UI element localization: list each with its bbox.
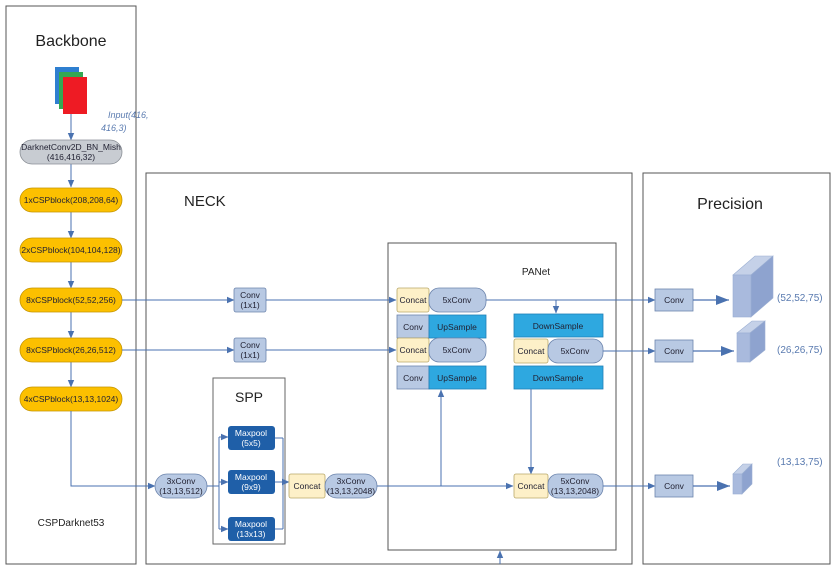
svg-text:(5x5): (5x5) [241, 438, 261, 448]
svg-text:Concat: Concat [400, 295, 428, 305]
svg-text:DarknetConv2D_BN_Mish: DarknetConv2D_BN_Mish [21, 142, 121, 152]
panet-upsample-1: UpSample [428, 314, 487, 339]
output-cube-13 [732, 463, 753, 495]
svg-text:2xCSPblock(104,104,128): 2xCSPblock(104,104,128) [21, 245, 120, 255]
maxpool-5x5: Maxpool (5x5) [228, 426, 275, 450]
panet-concat-2: Concat [396, 337, 430, 363]
svg-text:8xCSPblock(52,52,256): 8xCSPblock(52,52,256) [26, 295, 116, 305]
svg-text:Conv: Conv [664, 346, 685, 356]
svg-text:4xCSPblock(13,13,1024): 4xCSPblock(13,13,1024) [24, 394, 119, 404]
svg-text:Conv: Conv [240, 340, 261, 350]
precision-conv-1: Conv [654, 288, 694, 312]
input-label: Input(416, [108, 110, 149, 120]
svg-text:UpSample: UpSample [437, 322, 477, 332]
spp-panel [212, 377, 286, 545]
svg-text:UpSample: UpSample [437, 373, 477, 383]
svg-text:1xCSPblock(208,208,64): 1xCSPblock(208,208,64) [24, 195, 119, 205]
csp-block-5: 4xCSPblock(13,13,1024) [19, 386, 123, 412]
output-label-52: (52,52,75) [777, 293, 823, 304]
svg-text:Maxpool: Maxpool [235, 472, 267, 482]
panet-conv-2: Conv [396, 365, 430, 390]
panet-upsample-2: UpSample [428, 365, 487, 390]
precision-conv-3: Conv [654, 474, 694, 498]
neck-conv-1x1-mid: Conv (1x1) [233, 337, 267, 363]
neck-title: NECK [184, 193, 226, 210]
output-label-13: (13,13,75) [777, 457, 823, 468]
panet-5xconv-2: 5xConv [428, 337, 487, 363]
svg-text:(9x9): (9x9) [241, 482, 261, 492]
output-label-26: (26,26,75) [777, 345, 823, 356]
panet-downsample-2: DownSample [513, 365, 604, 390]
panet-panel [387, 242, 617, 551]
svg-text:Concat: Concat [294, 481, 322, 491]
svg-text:Concat: Concat [400, 345, 428, 355]
panet-concat-4: Concat [513, 473, 549, 499]
svg-text:5xConv: 5xConv [561, 346, 591, 356]
panet-5xconv-3: 5xConv [547, 338, 604, 364]
svg-text:Conv: Conv [664, 295, 685, 305]
spp-title: SPP [235, 389, 263, 405]
svg-text:(13x13): (13x13) [237, 529, 266, 539]
panet-concat-1: Concat [396, 287, 430, 313]
output-cube-52 [732, 255, 774, 318]
svg-text:DownSample: DownSample [533, 321, 584, 331]
svg-text:Conv: Conv [240, 290, 261, 300]
svg-text:(1x1): (1x1) [240, 300, 260, 310]
svg-text:(13,13,512): (13,13,512) [159, 486, 203, 496]
svg-text:5xConv: 5xConv [561, 476, 591, 486]
backbone-footer: CSPDarknet53 [38, 518, 105, 529]
csp-block-3: 8xCSPblock(52,52,256) [19, 287, 123, 313]
csp-block-1: 1xCSPblock(208,208,64) [19, 187, 123, 213]
panet-conv-1: Conv [396, 314, 430, 339]
svg-text:Maxpool: Maxpool [235, 519, 267, 529]
precision-title: Precision [697, 196, 763, 213]
svg-text:Conv: Conv [664, 481, 685, 491]
panet-5xconv-4: 5xConv (13,13,2048) [547, 473, 604, 499]
svg-text:(13,13,2048): (13,13,2048) [327, 486, 375, 496]
svg-text:DownSample: DownSample [533, 373, 584, 383]
svg-text:Concat: Concat [518, 346, 546, 356]
svg-text:Conv: Conv [403, 322, 424, 332]
svg-text:(416,416,32): (416,416,32) [47, 152, 95, 162]
precision-conv-2: Conv [654, 339, 694, 363]
csp-block-4: 8xCSPblock(26,26,512) [19, 337, 123, 363]
svg-text:8xCSPblock(26,26,512): 8xCSPblock(26,26,512) [26, 345, 116, 355]
svg-text:(1x1): (1x1) [240, 350, 260, 360]
svg-text:5xConv: 5xConv [443, 345, 473, 355]
backbone-panel [5, 5, 137, 565]
svg-text:Conv: Conv [403, 373, 424, 383]
svg-text:3xConv: 3xConv [167, 476, 197, 486]
maxpool-9x9: Maxpool (9x9) [228, 470, 275, 494]
panet-5xconv-1: 5xConv [428, 287, 487, 313]
csp-block-2: 2xCSPblock(104,104,128) [19, 237, 123, 263]
spp-concat-box: Concat [288, 473, 326, 499]
panet-downsample-1: DownSample [513, 313, 604, 338]
precision-panel [642, 172, 831, 565]
neck-conv-1x1-top: Conv (1x1) [233, 287, 267, 313]
darknet-conv-box: DarknetConv2D_BN_Mish (416,416,32) [19, 139, 123, 165]
maxpool-13x13: Maxpool (13x13) [228, 517, 275, 541]
neck-panel [145, 172, 633, 565]
svg-text:Maxpool: Maxpool [235, 428, 267, 438]
output-cube-26 [736, 320, 766, 363]
neck-3xconv-output: 3xConv (13,13,2048) [324, 473, 378, 499]
panet-concat-3: Concat [513, 338, 549, 364]
panet-title: PANet [522, 267, 550, 278]
neck-3xconv-input: 3xConv (13,13,512) [154, 473, 208, 499]
input-image-icon [55, 67, 87, 114]
svg-text:Concat: Concat [518, 481, 546, 491]
input-label-2: 416,3) [101, 123, 127, 133]
svg-text:3xConv: 3xConv [337, 476, 367, 486]
backbone-title: Backbone [35, 33, 106, 50]
svg-text:5xConv: 5xConv [443, 295, 473, 305]
svg-text:(13,13,2048): (13,13,2048) [551, 486, 599, 496]
